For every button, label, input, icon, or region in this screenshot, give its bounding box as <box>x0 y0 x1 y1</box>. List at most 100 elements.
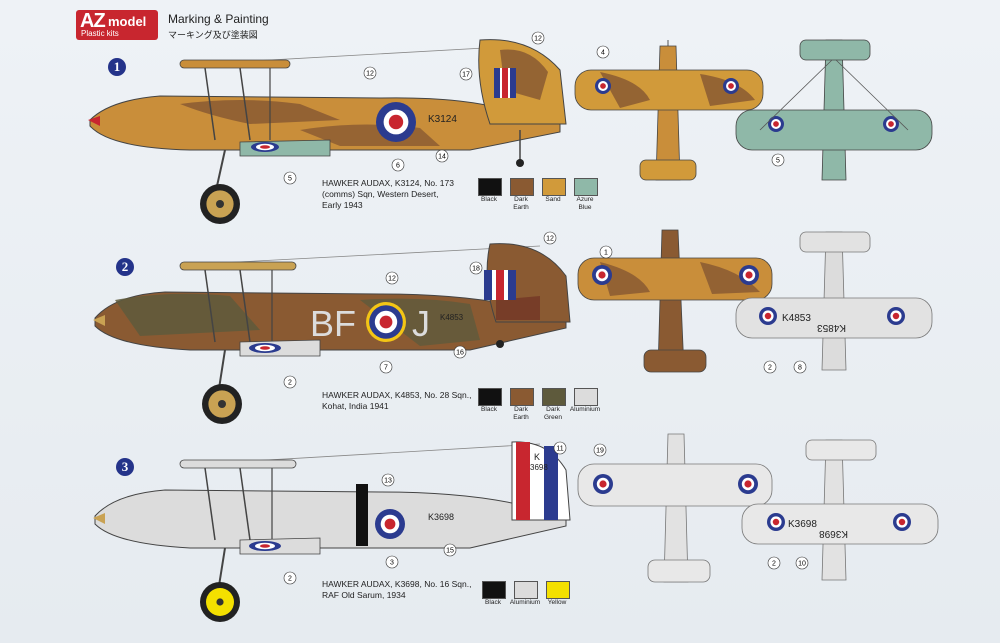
logo-model: model <box>108 14 147 29</box>
swatch-aluminium <box>514 581 538 599</box>
callout-marker: 2 <box>767 556 781 570</box>
svg-text:16: 16 <box>456 350 464 357</box>
plane-3-fin-number: 3698 <box>530 463 548 472</box>
callout-marker: 17 <box>459 67 473 81</box>
plane-3-serial: K3698 <box>428 512 454 522</box>
swatch-dark-earth <box>510 178 534 196</box>
plane-3-fin-letter: K <box>534 452 540 462</box>
callout-marker: 8 <box>793 360 807 374</box>
svg-text:3: 3 <box>390 560 394 567</box>
swatch-black <box>478 388 502 406</box>
svg-text:2: 2 <box>288 576 292 583</box>
plane-3-bottom-view: K3698 K3698 <box>741 439 939 581</box>
plane-2-top-view <box>577 229 773 373</box>
plane-2-bottom-serial-left: K4853 <box>782 313 811 324</box>
swatch-aluminium <box>574 388 598 406</box>
svg-text:2: 2 <box>768 365 772 372</box>
callout-marker: 12 <box>543 231 557 245</box>
swatch-label: Sand <box>545 196 561 203</box>
callout-marker: 7 <box>379 360 393 374</box>
swatch-label: Black <box>485 599 501 606</box>
plane-2-code-left: BF <box>310 303 356 344</box>
callout-marker: 4 <box>596 45 610 59</box>
svg-text:8: 8 <box>798 365 802 372</box>
plane-2-bottom-serial-right: K4853 <box>817 322 846 333</box>
callout-marker: 6 <box>391 158 405 172</box>
svg-text:11: 11 <box>556 446 563 453</box>
variant-number-1: 1 <box>108 58 126 76</box>
variant-3-caption: HAWKER AUDAX, K3698, No. 16 Sqn., RAF Ol… <box>322 579 472 600</box>
variant-number-2: 2 <box>116 258 134 276</box>
plane-3-bottom-serial-right: K3698 <box>819 528 848 539</box>
plane-2-side-view: BF J K4853 <box>93 243 571 424</box>
callout-marker: 13 <box>381 473 395 487</box>
svg-text:19: 19 <box>596 448 604 455</box>
svg-text:15: 15 <box>446 548 454 555</box>
svg-text:7: 7 <box>384 365 388 372</box>
swatch-label: Aluminium <box>569 406 601 413</box>
logo-az: AZ <box>80 10 106 32</box>
swatch-label: Black <box>481 406 497 413</box>
plane-2-code-right: J <box>412 303 430 344</box>
az-model-logo: AZ model Plastic kits <box>76 10 158 40</box>
plane-2-serial: K4853 <box>440 313 464 322</box>
sheet-title: Marking & Painting <box>168 12 269 26</box>
svg-text:2: 2 <box>288 380 292 387</box>
sheet-subtitle: マーキング及び塗装図 <box>168 30 258 40</box>
plane-1-bottom-view <box>735 39 933 181</box>
callout-marker: 18 <box>469 261 483 275</box>
callout-marker: 12 <box>363 66 377 80</box>
plane-3-top-view <box>577 433 773 583</box>
variant-1-caption: HAWKER AUDAX, K3124, No. 173 (comms) Sqn… <box>322 178 454 210</box>
svg-text:12: 12 <box>534 36 542 43</box>
plane-1-side-view: K3124 <box>88 39 567 224</box>
callout-marker: 15 <box>443 543 457 557</box>
svg-text:5: 5 <box>288 176 292 183</box>
svg-text:6: 6 <box>396 163 400 170</box>
callout-marker: 10 <box>795 556 809 570</box>
callout-marker: 5 <box>283 171 297 185</box>
callout-marker: 16 <box>453 345 467 359</box>
svg-text:18: 18 <box>472 266 480 273</box>
callout-marker: 14 <box>435 149 449 163</box>
plane-1-serial: K3124 <box>428 114 457 125</box>
swatch-black <box>478 178 502 196</box>
plane-1-top-view <box>574 40 764 181</box>
callout-markers: 12 17 12 4 6 14 5 5 12 18 12 1 7 16 2 2 … <box>283 31 809 585</box>
logo-tagline: Plastic kits <box>81 29 119 38</box>
svg-text:1: 1 <box>604 250 608 257</box>
plane-3-side-view: K 3698 K3698 <box>93 441 571 622</box>
callout-marker: 2 <box>283 375 297 389</box>
callout-marker: 5 <box>771 153 785 167</box>
callout-marker: 2 <box>763 360 777 374</box>
swatch-dark-green <box>542 388 566 406</box>
swatch-black <box>482 581 506 599</box>
swatch-sand <box>542 178 566 196</box>
variant-number-3: 3 <box>116 458 134 476</box>
swatch-azure-blue <box>574 178 598 196</box>
svg-text:10: 10 <box>798 561 806 568</box>
callout-marker: 12 <box>385 271 399 285</box>
swatch-yellow <box>546 581 570 599</box>
plane-2-bottom-view: K4853 K4853 <box>735 231 933 371</box>
svg-text:14: 14 <box>438 154 446 161</box>
callout-marker: 3 <box>385 555 399 569</box>
plane-3-bottom-serial-left: K3698 <box>788 519 817 530</box>
svg-text:13: 13 <box>384 478 392 485</box>
swatch-label: Black <box>481 196 497 203</box>
callout-marker: 11 <box>553 441 567 455</box>
callout-marker: 19 <box>593 443 607 457</box>
svg-text:12: 12 <box>546 236 554 243</box>
svg-text:5: 5 <box>776 158 780 165</box>
svg-text:4: 4 <box>601 50 605 57</box>
svg-text:2: 2 <box>772 561 776 568</box>
svg-text:12: 12 <box>388 276 396 283</box>
callout-marker: 1 <box>599 245 613 259</box>
svg-text:12: 12 <box>366 71 374 78</box>
